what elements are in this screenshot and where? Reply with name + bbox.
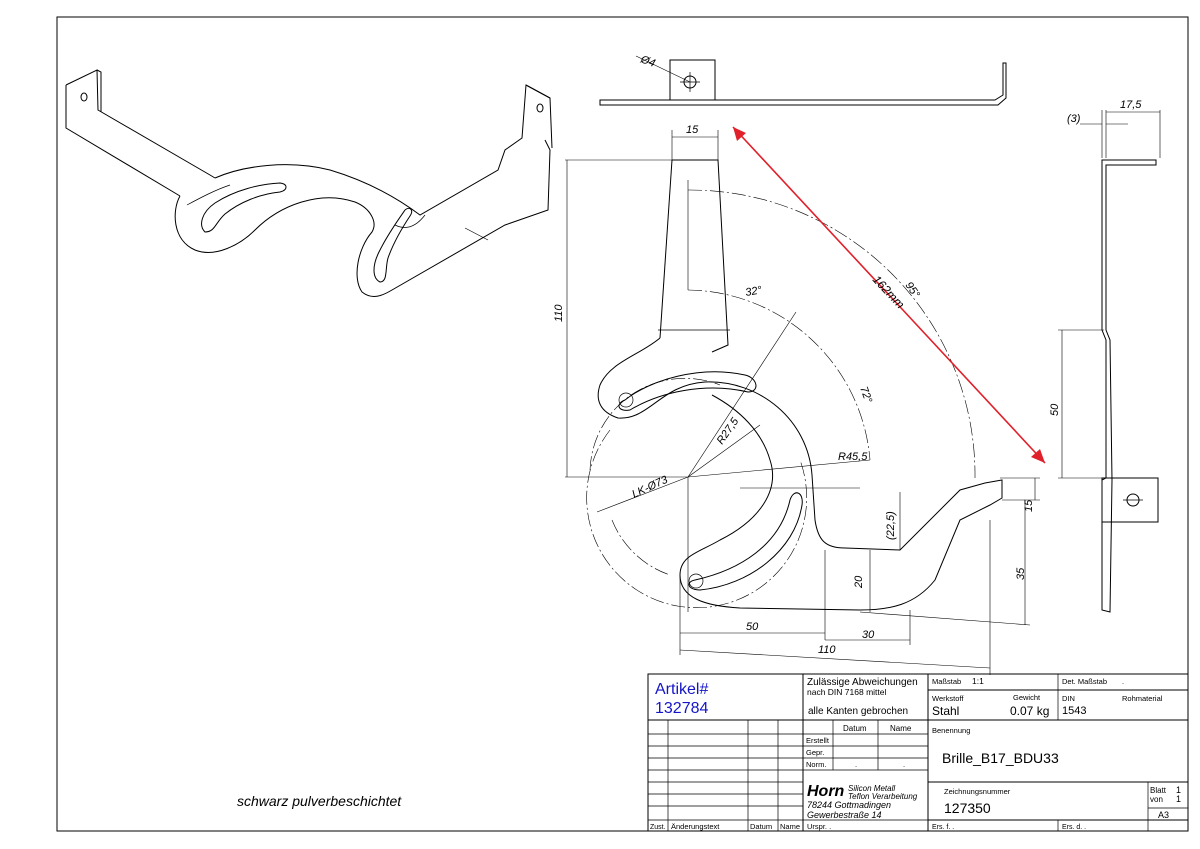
dimension-label: Zulässige Abweichungen xyxy=(807,677,918,688)
dimension-label: (22,5) xyxy=(885,511,897,540)
dimension-label: Gewerbestraße 14 xyxy=(807,810,882,820)
dimension-label: LK-Ø73 xyxy=(630,473,670,500)
dimension-label: 127350 xyxy=(944,800,991,816)
top-view: Ø4 xyxy=(599,53,1007,106)
dimension-label: Teflon Verarbeitung xyxy=(848,792,918,801)
measure-162-line xyxy=(732,126,1046,464)
dimension-label: Stahl xyxy=(932,704,959,718)
dimension-label: 20 xyxy=(853,575,865,589)
front-view xyxy=(565,126,1046,675)
dimension-label: Blatt xyxy=(1150,786,1167,795)
dimension-label: alle Kanten gebrochen xyxy=(808,706,908,717)
dimension-label: . xyxy=(855,760,857,769)
dimension-label: DIN xyxy=(1062,694,1075,703)
dimension-label: 0.07 kg xyxy=(1010,704,1049,718)
dimension-label: 35 xyxy=(1015,567,1027,580)
title-block-text: Artikel# 132784 Zulässige Abweichungen n… xyxy=(650,676,1181,831)
sheet-border xyxy=(56,16,1189,832)
dimension-label: 30 xyxy=(862,629,875,641)
isometric-view xyxy=(65,69,553,297)
dimension-label: R27,5 xyxy=(715,415,742,447)
dimension-label: Name xyxy=(780,822,800,831)
coating-note: schwarz pulverbeschichtet xyxy=(237,793,402,809)
dimension-label: 1 xyxy=(1176,785,1181,795)
dimension-label: Gepr. xyxy=(806,748,824,757)
dimension-label: Ø4 xyxy=(638,53,657,70)
dimension-label: Artikel# xyxy=(655,681,708,698)
dimension-label: 15 xyxy=(686,124,699,136)
dimension-label: A3 xyxy=(1158,810,1169,820)
dimension-label: 78244 Gottmadingen xyxy=(807,800,891,810)
dimension-label: R45,5 xyxy=(838,451,868,463)
dimension-label: Ers. f. . xyxy=(932,824,954,831)
dimension-label: 1:1 xyxy=(972,676,984,686)
dimension-label: 110 xyxy=(553,304,565,322)
dimension-label: Det. Maßstab xyxy=(1062,677,1107,686)
dimension-label: Änderungstext xyxy=(671,822,720,831)
dimension-label: 72° xyxy=(857,385,874,405)
dimension-label: 1543 xyxy=(1062,705,1086,717)
dimension-label: Rohmaterial xyxy=(1122,694,1163,703)
dimension-label: Zust. xyxy=(650,824,666,831)
dimension-label: Maßstab xyxy=(932,677,961,686)
dimension-label: 50 xyxy=(1049,403,1061,416)
dimension-label: Benennung xyxy=(932,726,970,735)
measure-arrow-start xyxy=(733,127,746,141)
dimension-label: Werkstoff xyxy=(932,694,964,703)
dimension-label: Zeichnungsnummer xyxy=(944,787,1011,796)
dimension-label: . xyxy=(903,760,905,769)
dimension-label: 50 xyxy=(746,621,759,633)
side-view: (3) 17,5 50 xyxy=(1049,99,1161,613)
dimension-label: Gewicht xyxy=(1013,693,1041,702)
dimension-label: 17,5 xyxy=(1120,99,1142,111)
dimension-label: Horn xyxy=(807,783,845,800)
dimension-label: 162mm xyxy=(870,272,908,311)
dimension-label: Erstellt xyxy=(806,736,830,745)
title-block xyxy=(647,673,1189,832)
dimension-label: 1 xyxy=(1176,794,1181,804)
dimension-label: 110 xyxy=(818,644,836,656)
dimension-label: nach DIN 7168 mittel xyxy=(807,687,886,697)
dimension-label: Norm. xyxy=(806,760,826,769)
front-view-dimensions: 15 110 32° 72° 95° 162mm R27,5 R45,5 LK-… xyxy=(553,124,1035,656)
dimension-label: . xyxy=(1122,677,1124,686)
dimension-label: 132784 xyxy=(655,700,708,717)
dimension-label: 32° xyxy=(744,284,763,299)
dimension-label: Ers. d. . xyxy=(1062,824,1086,831)
dimension-label: 15 xyxy=(1023,499,1035,512)
dimension-label: von xyxy=(1150,795,1163,804)
dimension-label: Datum xyxy=(750,822,772,831)
measure-arrow-end xyxy=(1031,449,1045,463)
dimension-label: Brille_B17_BDU33 xyxy=(942,750,1059,766)
dimension-label: Silicon Metall xyxy=(848,784,895,793)
dimension-label: Datum xyxy=(843,724,867,733)
dimension-label: Urspr. . xyxy=(807,822,831,831)
dimension-label: (3) xyxy=(1067,113,1081,125)
dimension-label: 95° xyxy=(903,280,923,301)
dimension-label: Name xyxy=(890,724,912,733)
